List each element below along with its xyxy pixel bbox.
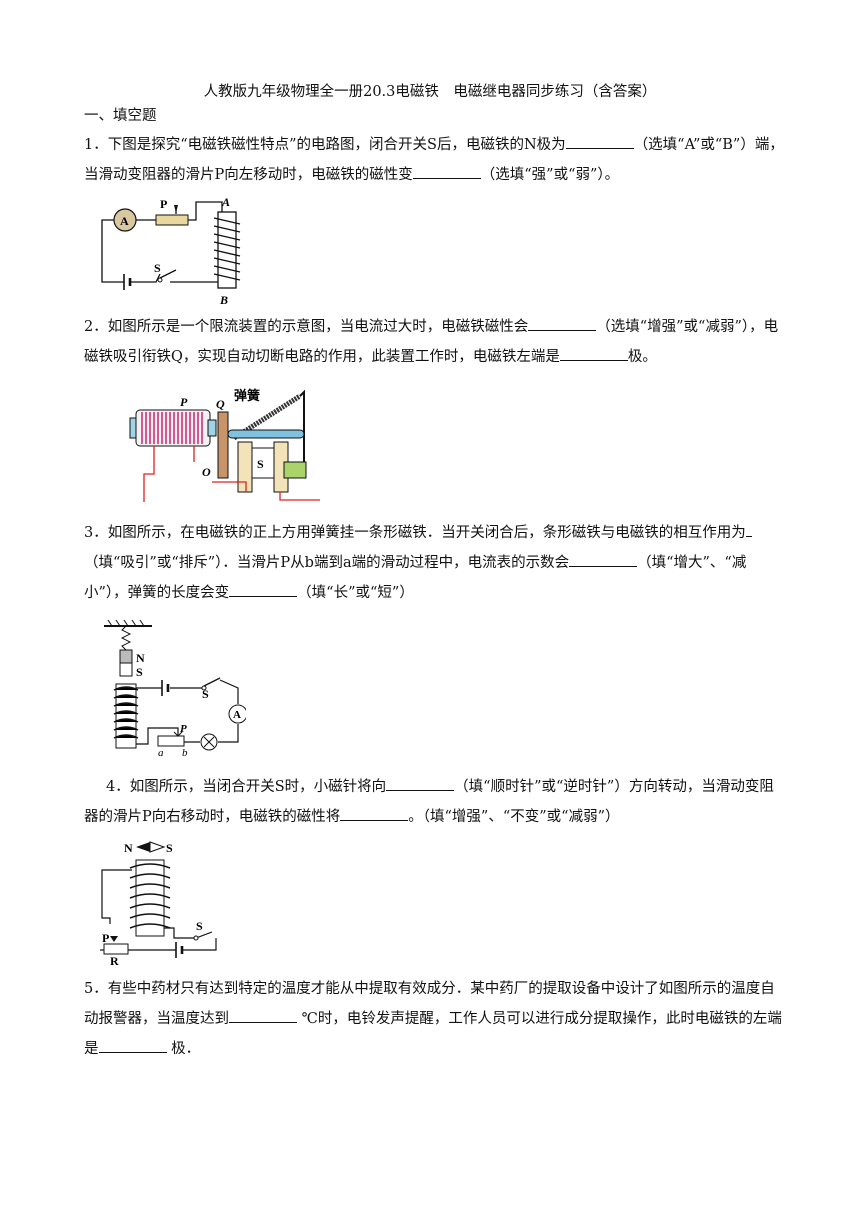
answer-blank[interactable] [229,1008,297,1023]
answer-blank[interactable] [229,582,298,597]
question-3: 3．如图所示，在电磁铁的正上方用弹簧挂一条形磁铁．当开关闭合后，条形磁铁与电磁铁… [84,518,784,608]
svg-text:A: A [120,214,129,228]
question-2: 2．如图所示是一个限流装置的示意图，当电流过大时，电磁铁磁性会（选填“增强”或“… [84,312,784,372]
question-5: 5．有些中药材只有达到特定的温度才能从中提取有效成分．某中药厂的提取设备中设计了… [84,981,782,1057]
answer-blank[interactable] [98,1038,167,1053]
electromagnet-coil-icon [135,409,211,447]
svg-text:A: A [233,709,241,721]
question-number: 4． [106,779,130,795]
section-heading: 一、填空题 [84,108,157,124]
ammeter-icon [113,208,137,232]
answer-blank[interactable] [745,522,752,537]
electromagnet-coil-icon [217,211,237,289]
answer-blank[interactable] [569,552,638,567]
svg-text:B: B [219,293,228,307]
answer-blank[interactable] [528,316,597,331]
figure-2-current-limiter: P Q 弹簧 S O [129,388,320,502]
svg-text:a: a [158,747,164,758]
svg-text:O: O [202,465,211,479]
question-4: 4．如图所示，当闭合开关S时，小磁针将向（填“顺时针”或“逆时针”）方向转动，当… [84,772,784,832]
figure-3-spring-magnet-circuit: N S S A P a b [104,619,246,758]
question-number: 2． [84,319,108,335]
question-number: 3． [84,525,108,541]
question-1: 1．下图是探究“电磁铁磁性特点”的电路图，闭合开关S后，电磁铁的N极为（选填“A… [84,130,784,190]
svg-text:N: N [124,841,133,855]
svg-text:R: R [110,954,119,966]
answer-blank[interactable] [412,164,481,179]
svg-text:A: A [221,195,230,209]
svg-text:N: N [136,651,145,665]
svg-text:Q: Q [216,397,225,411]
svg-text:b: b [182,747,188,758]
electromagnet-coil-icon [115,683,137,749]
svg-text:P: P [180,395,188,409]
svg-text:S: S [166,841,173,855]
svg-text:P: P [102,931,109,945]
svg-text:P: P [180,723,187,735]
rheostat-icon [155,214,189,226]
svg-text:弹簧: 弹簧 [234,388,260,403]
figure-1-electromagnet-circuit: A P S A B [101,195,241,307]
answer-blank[interactable] [565,134,634,149]
page-title: 人教版九年级物理全一册20.3电磁铁 电磁继电器同步练习（含答案） [203,84,657,100]
armature-icon [217,411,229,479]
svg-text:P: P [160,197,167,211]
rheostat-icon [157,735,185,747]
ammeter-icon [228,704,246,724]
svg-text:S: S [136,665,143,679]
switch-icon [159,269,177,279]
svg-text:S: S [202,687,209,701]
rheostat-icon [103,943,129,955]
svg-text:S: S [196,919,203,933]
svg-text:S: S [154,261,161,275]
question-number: 5． [84,981,108,997]
answer-blank[interactable] [386,776,455,791]
figure-4-compass-circuit: N S S P R [100,841,217,966]
question-number: 1． [84,137,108,153]
answer-blank[interactable] [559,346,628,361]
compass-needle-icon [136,842,150,852]
svg-text:S: S [257,457,264,471]
answer-blank[interactable] [340,806,409,821]
